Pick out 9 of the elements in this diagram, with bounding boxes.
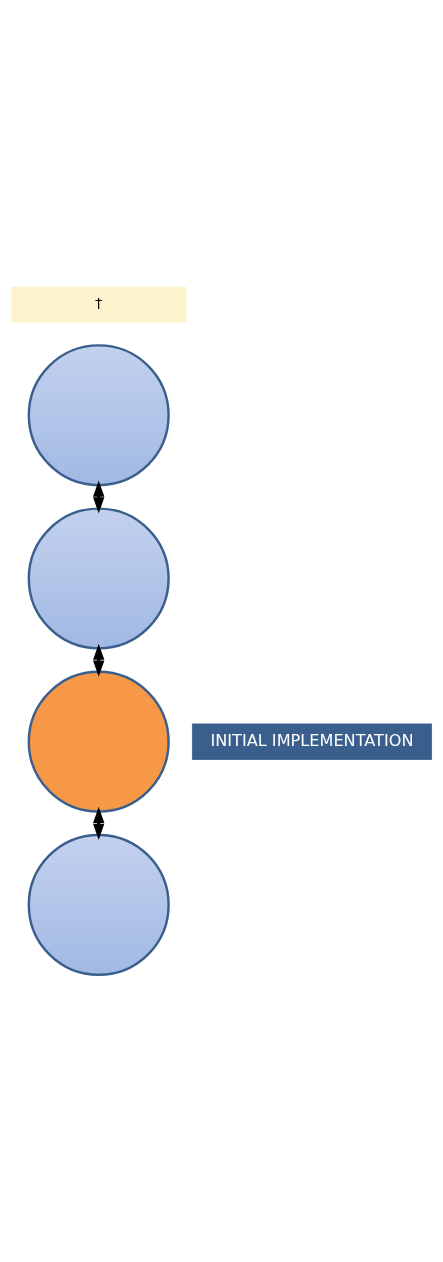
node-circle <box>27 344 170 487</box>
arrow <box>93 480 105 514</box>
node-box: † <box>11 286 187 323</box>
node-box: INITIAL IMPLEMENTATION <box>192 723 432 760</box>
node-circle <box>27 507 170 650</box>
arrow <box>93 643 105 677</box>
node-circle <box>27 670 170 813</box>
node-circle <box>27 833 170 976</box>
arrow <box>93 806 105 840</box>
